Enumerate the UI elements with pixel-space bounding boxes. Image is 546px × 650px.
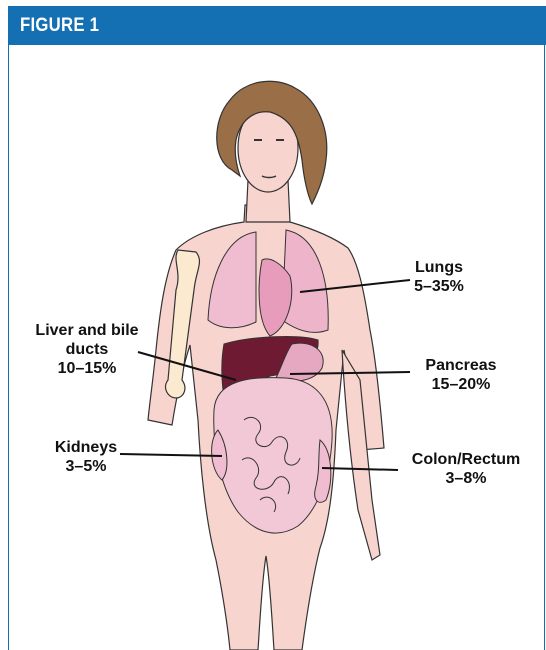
- liver-name-line1: Liver and bile: [12, 321, 162, 340]
- liver-label: Liver and bile ducts 10–15%: [12, 321, 162, 378]
- liver-name-line2: ducts: [12, 340, 162, 359]
- liver-range: 10–15%: [12, 359, 162, 378]
- kidneys-name: Kidneys: [40, 438, 132, 457]
- lungs-label: Lungs 5–35%: [404, 258, 474, 296]
- kidneys-range: 3–5%: [40, 457, 132, 476]
- kidneys-label: Kidneys 3–5%: [40, 438, 132, 476]
- lungs-name: Lungs: [404, 258, 474, 277]
- colon-name: Colon/Rectum: [398, 450, 534, 469]
- pancreas-name: Pancreas: [406, 356, 516, 375]
- pancreas-label: Pancreas 15–20%: [406, 356, 516, 394]
- lungs-range: 5–35%: [404, 277, 474, 296]
- colon-range: 3–8%: [398, 469, 534, 488]
- pancreas-range: 15–20%: [406, 375, 516, 394]
- colon-label: Colon/Rectum 3–8%: [398, 450, 534, 488]
